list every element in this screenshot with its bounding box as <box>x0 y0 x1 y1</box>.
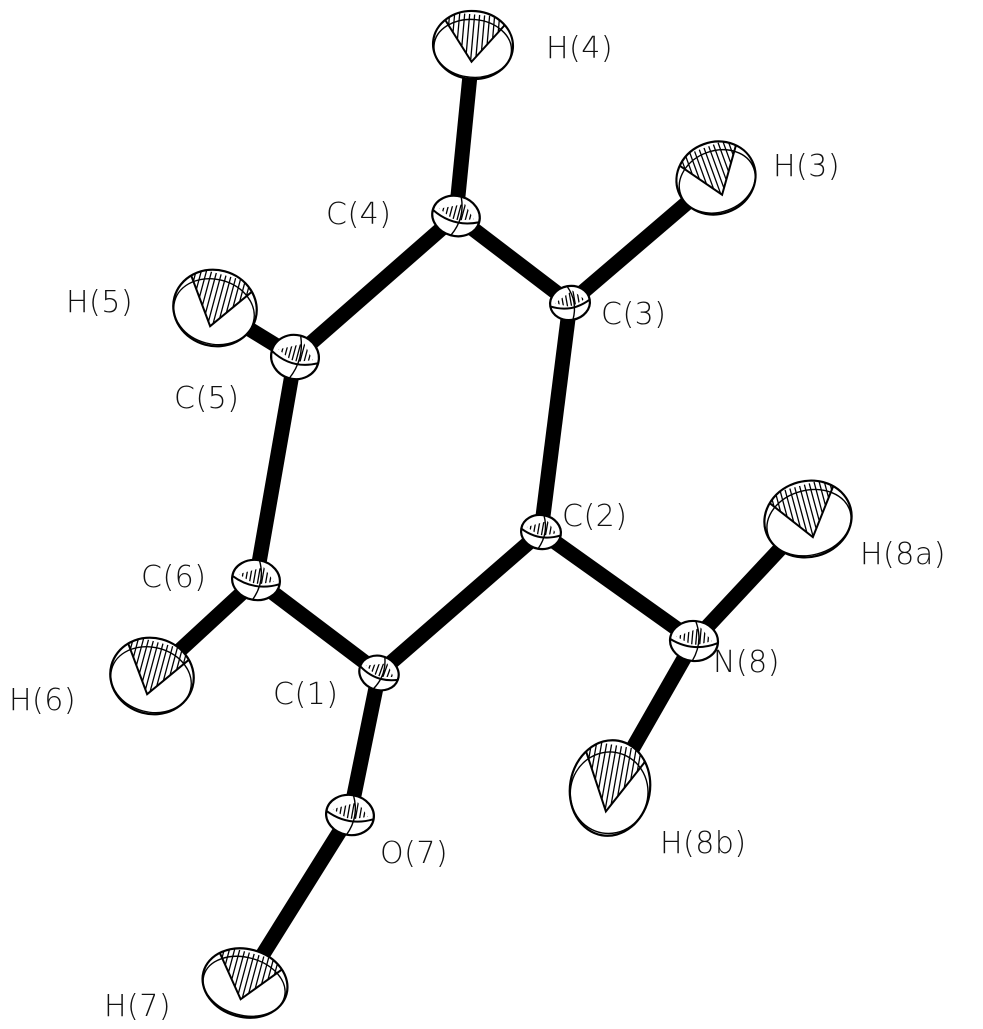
label-H6: H(6) <box>9 683 76 718</box>
label-O7: O(7) <box>380 836 448 871</box>
bond-C2-N8 <box>536 525 699 648</box>
label-C3: C(3) <box>601 297 666 332</box>
label-C4: C(4) <box>326 197 391 232</box>
atom-C5 <box>270 333 320 381</box>
atom-C4 <box>431 194 481 238</box>
atom-H4 <box>431 9 515 81</box>
label-C1: C(1) <box>273 677 338 712</box>
atom-H5 <box>172 264 261 348</box>
bond-C4-C5 <box>290 210 461 363</box>
atom-C1 <box>358 654 400 692</box>
label-C2: C(2) <box>562 499 627 534</box>
atom-H7 <box>201 943 291 1019</box>
label-H8b: H(8b) <box>660 826 747 861</box>
labels-layer: C(1) C(2) C(3) C(4) C(5) C(6) O(7) N(8) … <box>9 31 946 1024</box>
label-H5: H(5) <box>66 285 133 320</box>
atom-C3 <box>548 284 592 322</box>
atom-C2 <box>519 513 563 551</box>
label-H7: H(7) <box>104 989 171 1024</box>
label-N8: N(8) <box>713 645 780 680</box>
bond-C1-C2 <box>374 526 546 679</box>
atom-H3 <box>670 134 757 216</box>
bond-C5-C6 <box>248 355 303 582</box>
bond-C2-C3 <box>533 302 578 533</box>
label-H8a: H(8a) <box>860 537 946 572</box>
label-H4: H(4) <box>546 31 613 66</box>
bond-C6-C1 <box>251 574 384 679</box>
atom-H6 <box>109 632 198 716</box>
atom-H8a <box>760 475 853 559</box>
atom-C6 <box>231 558 281 602</box>
atoms-layer <box>109 9 853 1019</box>
label-C6: C(6) <box>141 560 206 595</box>
atom-N8 <box>668 619 720 663</box>
atom-O7 <box>325 793 375 837</box>
label-H3: H(3) <box>773 149 840 184</box>
atom-H8b <box>568 738 654 837</box>
bond-C1-O7 <box>342 671 387 817</box>
label-C5: C(5) <box>174 381 239 416</box>
